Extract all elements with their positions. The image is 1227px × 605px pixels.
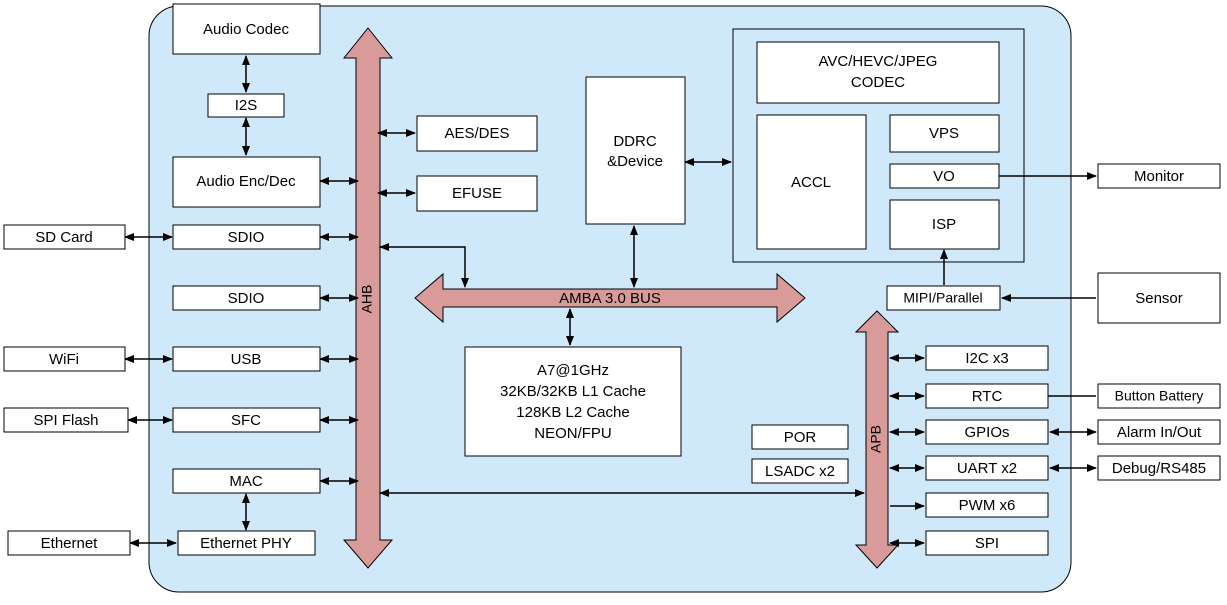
sensor-label: Sensor: [1135, 290, 1183, 307]
debug-label: Debug/RS485: [1112, 460, 1206, 477]
sdio-2-label: SDIO: [228, 290, 265, 307]
alarm-block: Alarm In/Out: [1097, 419, 1221, 445]
blocks: Audio Codec I2S Audio Enc/Dec AES/DES EF…: [3, 3, 1221, 556]
aes-des-label: AES/DES: [444, 125, 509, 142]
ethernet-phy-label: Ethernet PHY: [200, 535, 292, 552]
usb-label: USB: [231, 351, 262, 368]
vps-label: VPS: [929, 125, 959, 142]
cpu-label-line-2: 32KB/32KB L1 Cache: [500, 383, 646, 400]
codec-block: AVC/HEVC/JPEG CODEC: [756, 41, 1000, 104]
alarm-label: Alarm In/Out: [1117, 424, 1202, 441]
efuse-block: EFUSE: [416, 175, 538, 212]
codec-label-line-1: AVC/HEVC/JPEG: [819, 53, 938, 70]
button-battery-block: Button Battery: [1097, 383, 1221, 409]
gpios-label: GPIOs: [964, 424, 1009, 441]
wifi-label: WiFi: [49, 351, 79, 368]
sdio-1-block: SDIO: [172, 224, 321, 250]
mac-block: MAC: [172, 468, 321, 494]
video-subsystem-frame: [732, 28, 1025, 263]
apb-bus-label: APB: [868, 425, 884, 453]
audio-codec-label: Audio Codec: [203, 21, 289, 38]
sdio-1-label: SDIO: [228, 229, 265, 246]
sdio-2-block: SDIO: [172, 285, 321, 311]
i2s-block: I2S: [207, 93, 285, 118]
sd-card-label: SD Card: [35, 229, 93, 246]
i2s-label: I2S: [235, 97, 258, 114]
sfc-block: SFC: [172, 407, 321, 433]
rtc-label: RTC: [972, 388, 1003, 405]
cpu-block: A7@1GHz 32KB/32KB L1 Cache 128KB L2 Cach…: [464, 346, 682, 457]
i2c-label: I2C x3: [965, 350, 1008, 367]
por-block: POR: [751, 424, 849, 450]
rtc-block: RTC: [925, 383, 1049, 409]
amba-bus-label: AMBA 3.0 BUS: [559, 290, 661, 307]
efuse-label: EFUSE: [452, 185, 502, 202]
lsadc-label: LSADC x2: [765, 463, 835, 480]
monitor-label: Monitor: [1134, 168, 1184, 185]
ahb-bus-label: AHB: [359, 285, 375, 314]
pwm-label: PWM x6: [959, 497, 1016, 514]
cpu-label-line-3: 128KB L2 Cache: [516, 404, 629, 421]
mipi-label: MIPI/Parallel: [903, 290, 982, 306]
button-battery-label: Button Battery: [1115, 388, 1204, 404]
vps-block: VPS: [889, 114, 1000, 153]
isp-label: ISP: [932, 216, 956, 233]
ddrc-label-line-1: DDRC: [613, 133, 656, 150]
mipi-block: MIPI/Parallel: [886, 285, 1001, 311]
uart-label: UART x2: [957, 460, 1017, 477]
uart-block: UART x2: [925, 455, 1049, 481]
audio-enc-dec-label: Audio Enc/Dec: [196, 173, 296, 190]
spi-flash-label: SPI Flash: [33, 412, 98, 429]
ddrc-label-line-2: &Device: [607, 153, 663, 170]
ethernet-phy-block: Ethernet PHY: [177, 530, 316, 556]
spi-block: SPI: [925, 530, 1049, 556]
sensor-block: Sensor: [1097, 272, 1221, 324]
accl-block: ACCL: [756, 114, 867, 250]
codec-label-line-2: CODEC: [851, 74, 905, 91]
vo-label: VO: [933, 168, 955, 185]
apb-bus: APB: [854, 310, 900, 569]
accl-label: ACCL: [791, 174, 831, 191]
usb-block: USB: [172, 346, 321, 372]
i2c-block: I2C x3: [925, 345, 1049, 371]
link-ahb-amba: [379, 243, 469, 288]
audio-enc-dec-block: Audio Enc/Dec: [172, 156, 321, 208]
cpu-label-line-4: NEON/FPU: [534, 425, 612, 442]
spi-label: SPI: [975, 535, 999, 552]
wifi-block: WiFi: [3, 346, 126, 372]
pwm-block: PWM x6: [925, 492, 1049, 518]
debug-block: Debug/RS485: [1097, 455, 1221, 481]
isp-block: ISP: [889, 199, 1000, 250]
sfc-label: SFC: [231, 412, 261, 429]
ahb-bus-arrow: [342, 27, 394, 569]
ethernet-block: Ethernet: [7, 530, 131, 556]
vo-block: VO: [889, 163, 1000, 189]
por-label: POR: [784, 429, 817, 446]
audio-codec-block: Audio Codec: [172, 3, 321, 55]
ethernet-label: Ethernet: [41, 535, 99, 552]
ahb-bus: AHB: [342, 27, 394, 569]
connections: [124, 55, 1097, 547]
spi-flash-block: SPI Flash: [3, 407, 129, 433]
aes-des-block: AES/DES: [416, 115, 538, 152]
apb-bus-arrow: [854, 310, 900, 569]
ddrc-block: DDRC &Device: [585, 76, 686, 225]
cpu-label-line-1: A7@1GHz: [537, 362, 609, 379]
sd-card-block: SD Card: [3, 224, 126, 250]
mac-label: MAC: [229, 473, 263, 490]
lsadc-block: LSADC x2: [751, 458, 849, 484]
gpios-block: GPIOs: [925, 419, 1049, 445]
monitor-block: Monitor: [1097, 163, 1221, 189]
